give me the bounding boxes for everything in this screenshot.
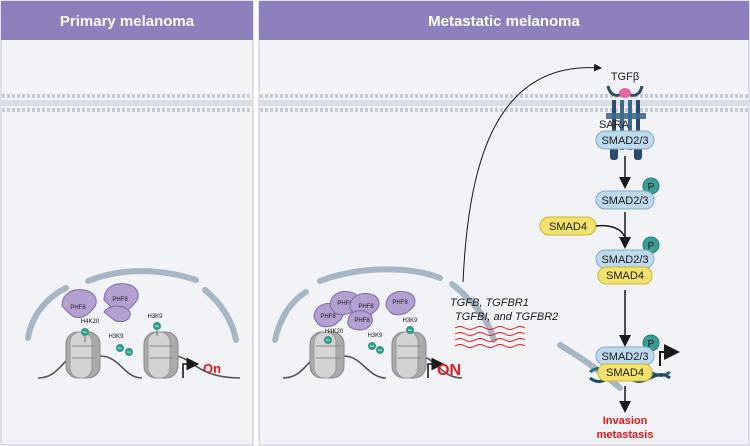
sara-label: SARA — [599, 119, 630, 131]
outcome-label-2: metastasis — [597, 429, 654, 441]
me-label: Me — [370, 344, 374, 348]
metastatic-panel-title: Metastatic melanoma — [428, 13, 580, 30]
tgfb-secretion-arrow — [462, 63, 602, 283]
methyl-mark: Me — [153, 322, 161, 336]
primary-panel-title: Primary melanoma — [60, 13, 195, 30]
transcription-start-arrow — [427, 357, 445, 378]
phf8-protein-1: PHF8 — [61, 289, 97, 318]
smad4-label: SMAD4 — [606, 270, 644, 282]
phospho-label: P — [648, 182, 655, 193]
smad-complex-on-dna: P SMAD2/3 SMAD4 — [589, 334, 680, 383]
tgfb-pathway: TGFβ SARA SMAD2/3 P SMAD2/3 — [539, 71, 680, 441]
h3k9-label: H3K9 — [367, 333, 383, 339]
mrna-transcripts — [454, 326, 526, 348]
h4k20-label: H4K20 — [325, 329, 344, 335]
gene-activation-arrow — [659, 344, 680, 366]
h3k9-label: H3K9 — [147, 314, 163, 320]
smad23-label: SMAD2/3 — [601, 351, 648, 363]
phf8-label: PHF8 — [320, 314, 336, 320]
phospho-smad23: P SMAD2/3 — [595, 177, 660, 210]
phf8-protein-4: PHF8 — [385, 291, 416, 316]
phf8-label: PHF8 — [392, 300, 408, 306]
me-label: Me — [326, 338, 330, 342]
me-label: Me — [127, 350, 131, 354]
smad23-label: SMAD2/3 — [601, 195, 648, 207]
me-label: Me — [118, 346, 122, 350]
h4k20-label: H4K20 — [81, 319, 100, 325]
phospho-label: P — [648, 241, 655, 252]
phf8-label: PHF8 — [112, 297, 128, 303]
nucleosome-1 — [65, 331, 101, 379]
smad4-free: SMAD4 — [539, 216, 597, 236]
nuclear-envelope-primary — [25, 268, 239, 343]
me-label: Me — [408, 328, 412, 332]
primary-panel-header — [1, 1, 253, 40]
phf8-protein-5: PHF8 — [347, 310, 373, 331]
methyl-mark: Me — [368, 342, 376, 350]
methyl-mark: Me — [125, 348, 133, 356]
nucleosome-1 — [309, 331, 345, 379]
methyl-mark: Me — [116, 344, 124, 352]
nucleosome-2 — [391, 331, 427, 379]
smad4-label: SMAD4 — [549, 221, 587, 233]
smad23-label: SMAD2/3 — [601, 135, 648, 147]
primary-chromatin: PHF8 PHF8 H4K20 H3K9 H3K9 Me Me Me Me — [37, 283, 241, 379]
smad4-label: SMAD4 — [606, 367, 644, 379]
smad-complex: P SMAD2/3 SMAD4 — [595, 236, 660, 285]
transcription-start-arrow — [182, 357, 200, 378]
me-label: Me — [155, 324, 159, 328]
smad23-at-receptor: SMAD2/3 — [595, 130, 655, 150]
transcription-on-label: On — [203, 361, 221, 376]
cell-membrane-metastatic — [260, 94, 748, 112]
h3k9-label: H3K9 — [108, 334, 124, 340]
metastatic-chromatin: PHF8 PHF8 PHF8 PHF8 PHF8 H4K20 H3K9 H3K9… — [282, 63, 602, 379]
methyl-mark: Me — [406, 326, 414, 334]
phf8-label: PHF8 — [358, 304, 374, 310]
phospho-label: P — [648, 339, 655, 350]
target-genes-line-2: TGFBI, and TGFBR2 — [455, 311, 558, 323]
me-label: Me — [378, 348, 382, 352]
metastatic-panel-header — [259, 1, 749, 40]
target-genes-line-1: TGFB, TGFBR1 — [450, 297, 529, 309]
outcome-label-1: Invasion — [603, 415, 648, 427]
phf8-label: PHF8 — [337, 301, 353, 307]
phf8-label: PHF8 — [70, 305, 86, 311]
me-label: Me — [83, 330, 87, 334]
methyl-mark: Me — [376, 346, 384, 354]
methyl-mark: Me — [324, 336, 332, 344]
phf8-protein-3 — [103, 305, 131, 323]
nuclear-envelope-metastatic — [272, 266, 623, 391]
methyl-mark: Me — [81, 328, 89, 342]
nucleosome-2 — [143, 331, 179, 379]
smad23-label: SMAD2/3 — [601, 254, 648, 266]
transcription-on-label: ON — [437, 362, 461, 379]
h3k9-label: H3K9 — [402, 318, 418, 324]
tgfb-ligand-label: TGFβ — [611, 71, 639, 83]
cell-membrane-primary — [2, 94, 252, 112]
phf8-label: PHF8 — [354, 318, 370, 324]
